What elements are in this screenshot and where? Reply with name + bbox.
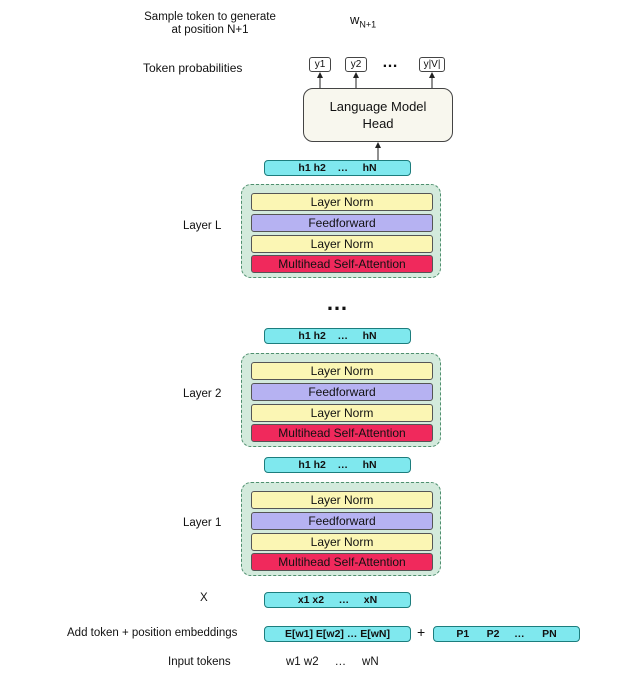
layer-1-norm-top: Layer Norm: [251, 491, 433, 509]
token-embedding-bar: E[w1] E[w2] … E[wN]: [264, 626, 411, 642]
sample-token-label-line1: Sample token to generate: [144, 11, 276, 23]
embeddings-label: Add token + position embeddings: [67, 627, 238, 639]
layer-2-norm-top: Layer Norm: [251, 362, 433, 380]
output-token-y1: y1: [309, 57, 331, 72]
layer-2-block: Layer Norm Feedforward Layer Norm Multih…: [241, 353, 441, 447]
sample-token-sub: N+1: [359, 19, 377, 30]
layer-1-feedforward: Feedforward: [251, 512, 433, 530]
position-embedding-bar: P1 P2 … PN: [433, 626, 580, 642]
input-tokens: w1 w2 … wN: [286, 656, 379, 668]
layers-ellipsis: …: [326, 290, 348, 315]
layer-l-norm-bottom: Layer Norm: [251, 235, 433, 253]
layer-l-norm-top: Layer Norm: [251, 193, 433, 211]
output-ellipsis: …: [382, 54, 398, 71]
language-model-head: Language Model Head: [303, 88, 453, 142]
x-bar: x1 x2 … xN: [264, 592, 411, 608]
sample-token-main: w: [350, 12, 360, 27]
layer-2-norm-bottom: Layer Norm: [251, 404, 433, 422]
sample-token-label: Sample token to generate at position N+1: [130, 11, 290, 37]
layer-l-block: Layer Norm Feedforward Layer Norm Multih…: [241, 184, 441, 278]
layer-1-norm-bottom: Layer Norm: [251, 533, 433, 551]
layer-1-attention: Multihead Self-Attention: [251, 553, 433, 571]
layer-2-feedforward: Feedforward: [251, 383, 433, 401]
output-token-yv: y|V|: [419, 57, 445, 72]
x-label: X: [200, 592, 208, 604]
plus-sign: +: [417, 624, 426, 640]
token-probabilities-label: Token probabilities: [143, 61, 243, 75]
lm-head-line2: Head: [362, 116, 394, 131]
sample-token: wN+1: [350, 12, 376, 30]
output-token-y2: y2: [345, 57, 367, 72]
layer-l-label: Layer L: [183, 220, 222, 232]
lm-head-line1: Language Model: [329, 99, 427, 114]
layer-1-block: Layer Norm Feedforward Layer Norm Multih…: [241, 482, 441, 576]
layer-2-label: Layer 2: [183, 388, 222, 400]
sample-token-label-line2: at position N+1: [171, 24, 249, 36]
input-tokens-label: Input tokens: [168, 656, 231, 668]
hidden-states-bar-top: h1 h2 … hN: [264, 160, 411, 176]
layer-l-attention: Multihead Self-Attention: [251, 255, 433, 273]
layer-l-feedforward: Feedforward: [251, 214, 433, 232]
layer-2-attention: Multihead Self-Attention: [251, 424, 433, 442]
hidden-states-bar-2: h1 h2 … hN: [264, 328, 411, 344]
layer-1-label: Layer 1: [183, 517, 222, 529]
hidden-states-bar-1: h1 h2 … hN: [264, 457, 411, 473]
